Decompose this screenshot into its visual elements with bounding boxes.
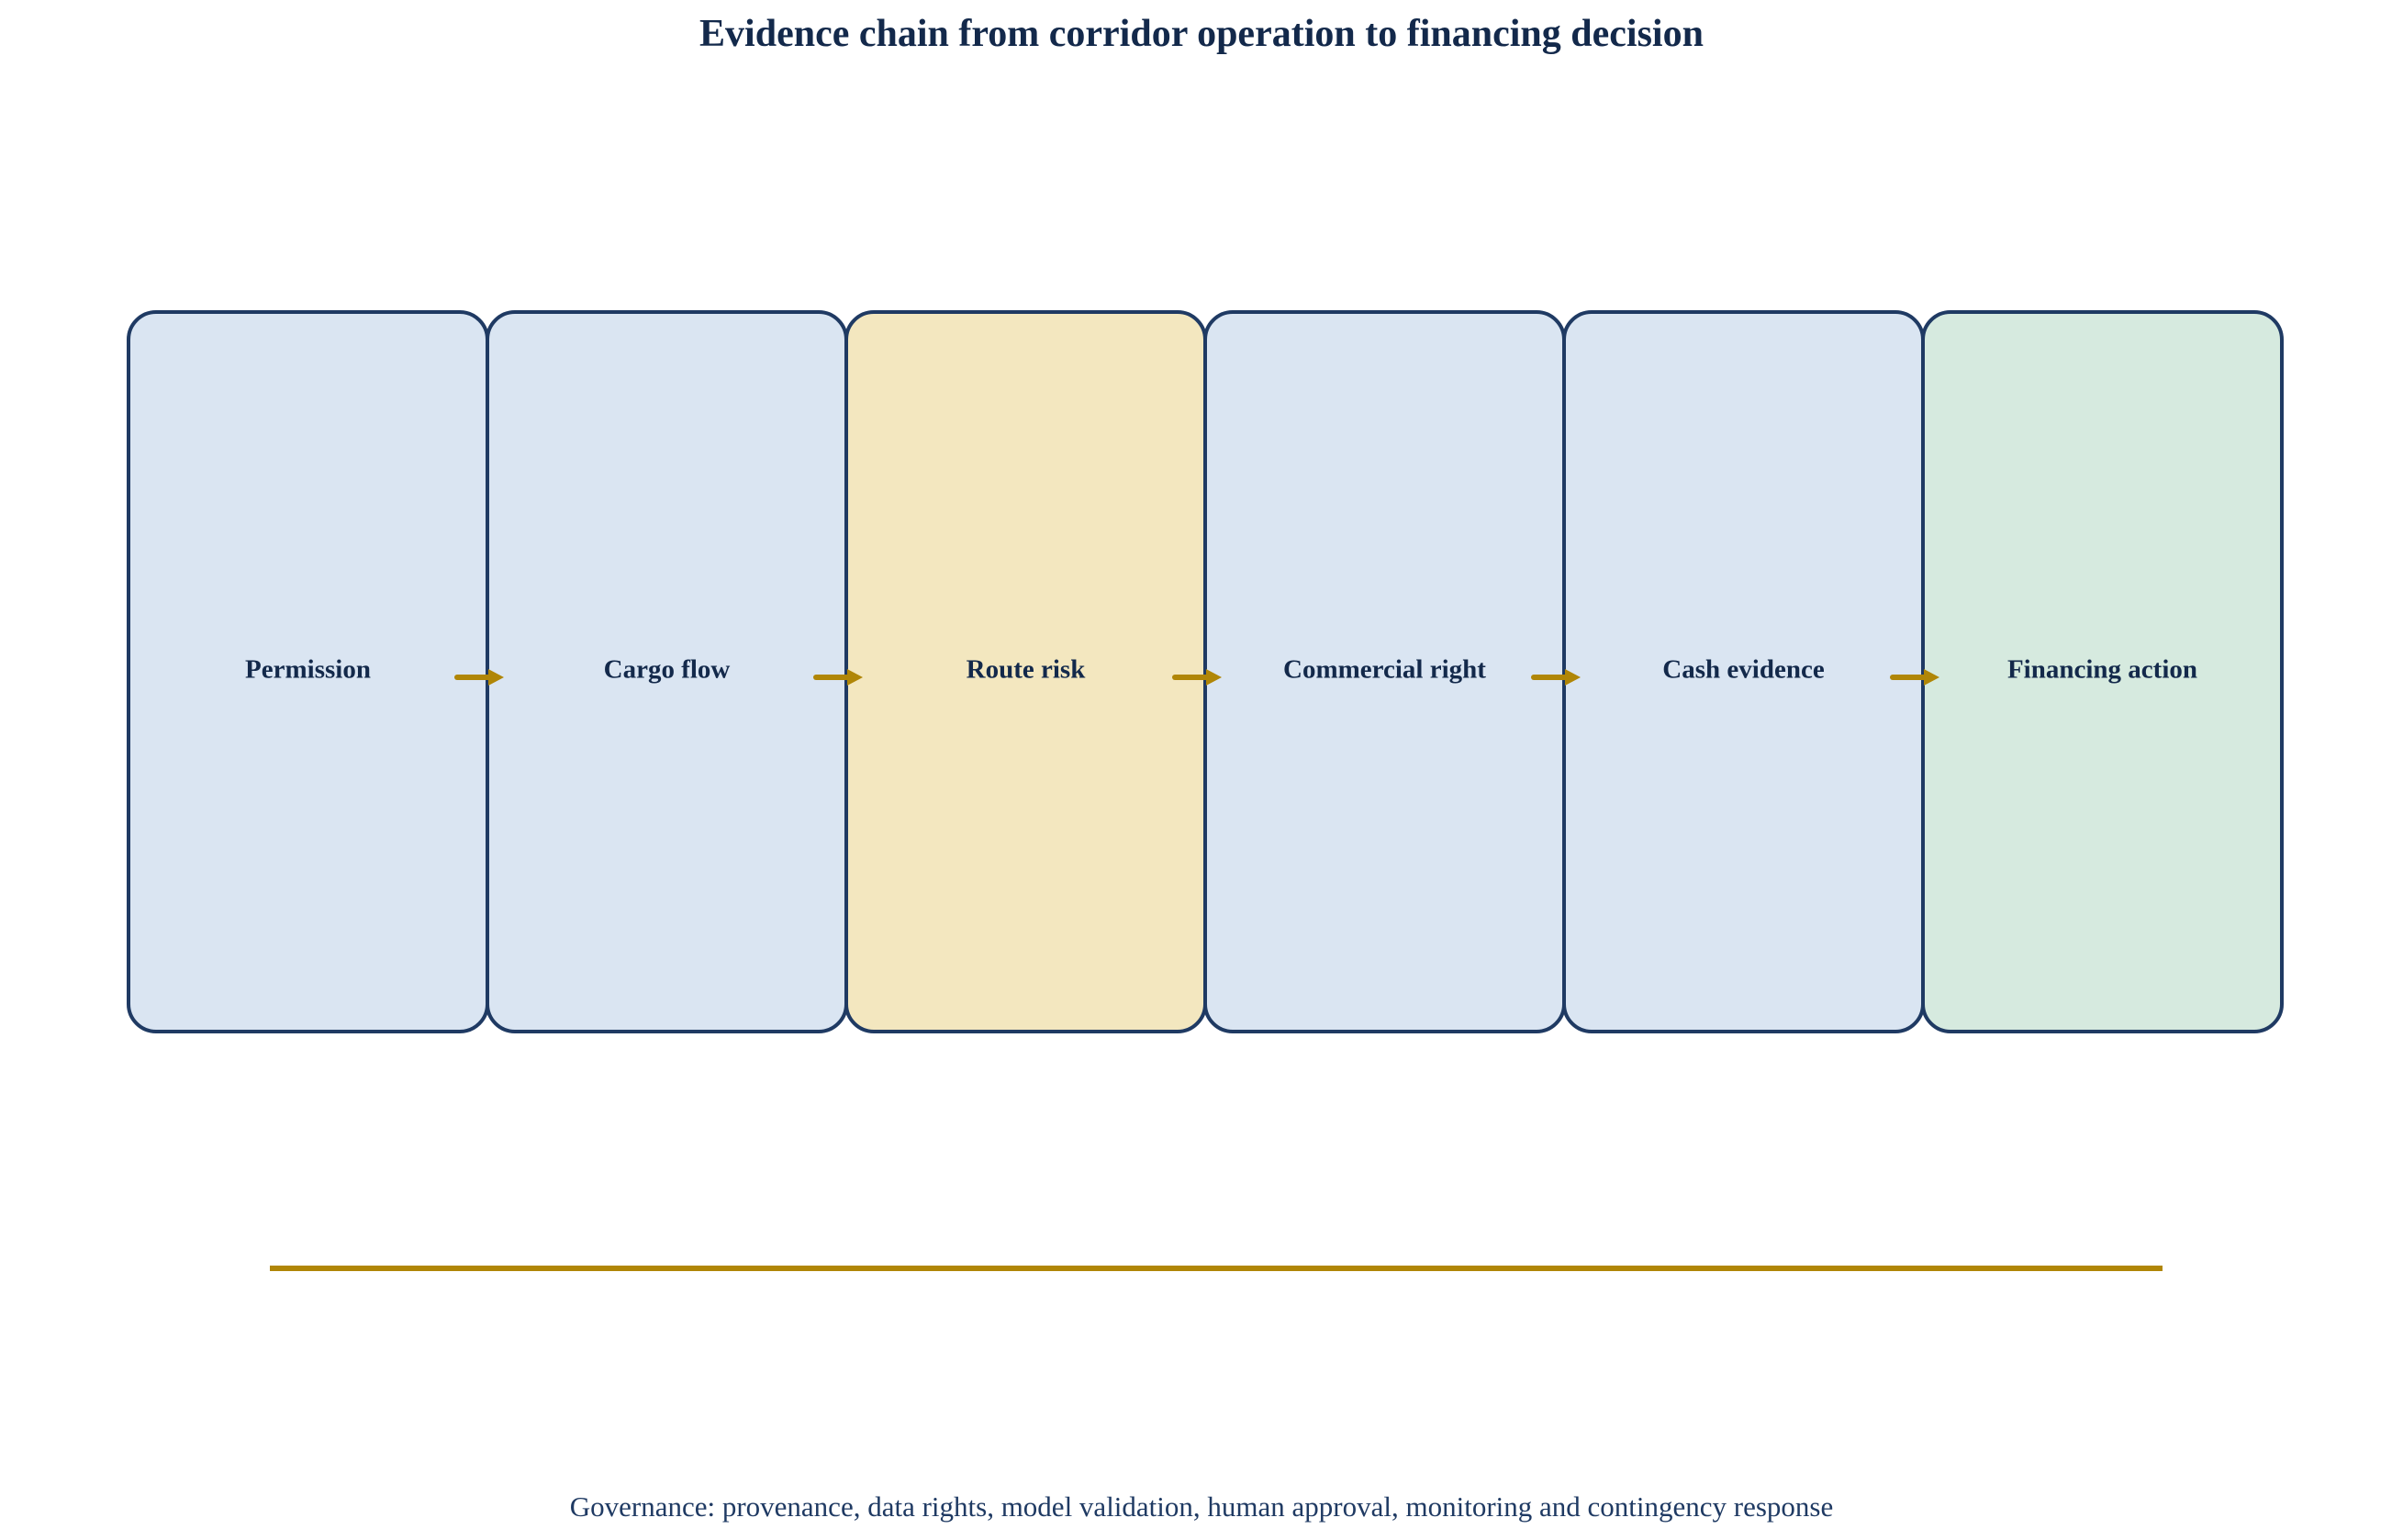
nodes-layer: Permission Cargo flow Route risk Commercial… [127,310,2284,1033]
node-label: Cash evidence [1662,655,1825,685]
node-cargo-flow: Cargo flow [486,310,848,1033]
flow-arrow [1172,669,1222,686]
node-route-risk: Route risk [844,310,1207,1033]
flow-arrow [813,669,863,686]
arrowhead-icon [1206,669,1222,686]
node-label: Route risk [967,655,1087,685]
node-box [1921,310,2284,1033]
arrowhead-icon [1565,669,1581,686]
arrowhead-icon [1924,669,1939,686]
diagram-title: Evidence chain from corridor operation t… [699,13,1704,55]
node-permission: Permission [127,310,489,1033]
node-commercial-right: Commercial right [1203,310,1566,1033]
node-financing-action: Financing action [1921,310,2284,1033]
node-label: Permission [245,655,371,685]
arrows-layer [454,669,1939,686]
arrowhead-icon [847,669,863,686]
arrowhead-icon [488,669,504,686]
flow-arrow [454,669,504,686]
governance-note: Governance: provenance, data rights, mod… [569,1490,1834,1523]
node-label: Commercial right [1283,655,1486,685]
flow-arrow [1531,669,1581,686]
node-label: Financing action [2007,655,2197,685]
node-label: Cargo flow [604,655,731,685]
flow-arrow [1890,669,1939,686]
node-cash-evidence: Cash evidence [1562,310,1925,1033]
